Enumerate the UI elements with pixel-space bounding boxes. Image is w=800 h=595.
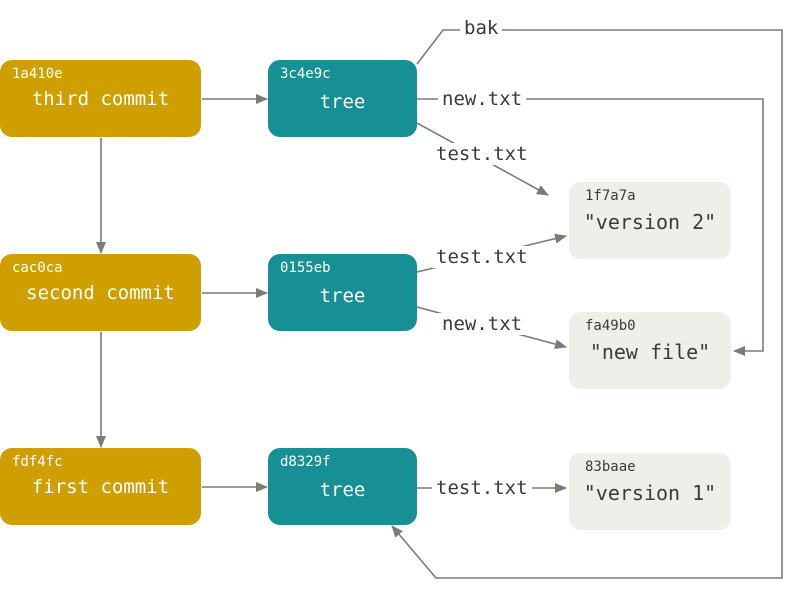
tree-node-d8329f: d8329f tree xyxy=(268,448,417,525)
commit-hash: cac0ca xyxy=(12,260,63,276)
tree-node-0155eb: 0155eb tree xyxy=(268,254,417,331)
tree-label: tree xyxy=(319,479,366,501)
commit-hash: 1a410e xyxy=(12,66,63,82)
commit-node-third: 1a410e third commit xyxy=(0,60,201,137)
commit-hash: fdf4fc xyxy=(12,454,63,470)
commit-message: third commit xyxy=(31,88,170,110)
tree2-test-label: test.txt xyxy=(432,246,532,268)
tree-label: tree xyxy=(319,285,366,307)
tree-node-3c4e9c: 3c4e9c tree xyxy=(268,60,417,137)
tree-hash: d8329f xyxy=(280,454,331,470)
commit-node-first: fdf4fc first commit xyxy=(0,448,201,525)
tree1-new-link-line xyxy=(417,98,764,356)
bak-link-line xyxy=(391,29,783,579)
tree3-test-label: test.txt xyxy=(432,477,532,499)
blob-content: "version 2" xyxy=(583,210,717,234)
commit-message: second commit xyxy=(26,282,175,304)
commit-message: first commit xyxy=(31,476,170,498)
blob-hash: 83baae xyxy=(585,459,636,475)
blob-content: "version 1" xyxy=(583,481,717,505)
blob-hash: 1f7a7a xyxy=(585,188,636,204)
tree1-new-label: new.txt xyxy=(438,88,527,110)
tree-hash: 3c4e9c xyxy=(280,66,331,82)
tree-hash: 0155eb xyxy=(280,260,331,276)
blob-content: "new file" xyxy=(589,340,711,364)
tree-label: tree xyxy=(319,91,366,113)
blob-hash: fa49b0 xyxy=(585,318,636,334)
tree2-new-label: new.txt xyxy=(438,313,527,335)
tree1-test-label: test.txt xyxy=(432,143,532,165)
commit-node-second: cac0ca second commit xyxy=(0,254,201,331)
bak-label: bak xyxy=(460,17,503,39)
blob-node-fa49b0: fa49b0 "new file" xyxy=(569,312,731,389)
blob-node-83baae: 83baae "version 1" xyxy=(569,453,731,530)
blob-node-1f7a7a: 1f7a7a "version 2" xyxy=(569,182,731,259)
